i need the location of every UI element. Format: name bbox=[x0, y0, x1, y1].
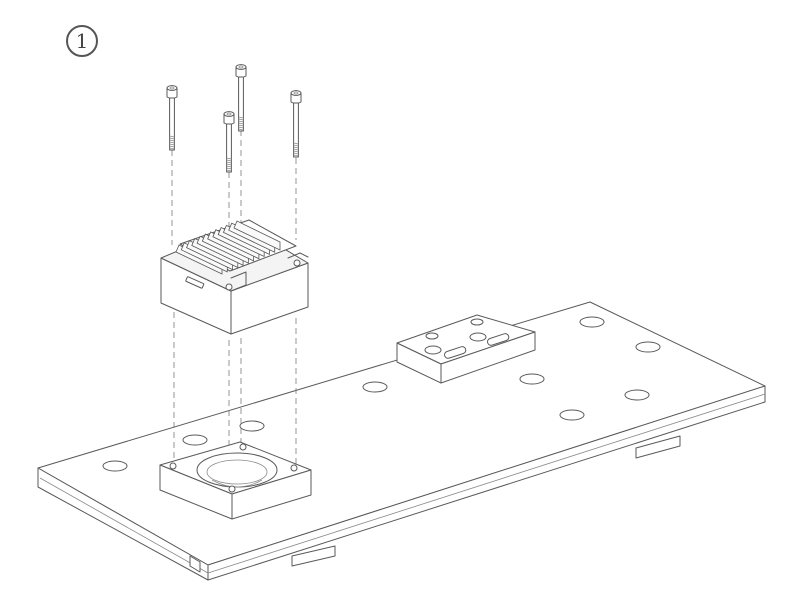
plate-hole bbox=[362, 381, 388, 393]
screw-icon bbox=[235, 64, 247, 132]
screw-icon bbox=[166, 85, 178, 151]
heatsink-fin bbox=[233, 220, 281, 251]
plate-hole bbox=[102, 460, 128, 472]
step-number-badge: 1 bbox=[66, 25, 98, 57]
plate-hole bbox=[239, 420, 265, 432]
screw-icon bbox=[223, 111, 235, 173]
step-number: 1 bbox=[75, 29, 89, 53]
screw-icon bbox=[290, 90, 302, 158]
heatsink-module bbox=[160, 219, 309, 335]
slotted-bracket bbox=[396, 314, 536, 384]
plate-hole bbox=[579, 316, 605, 328]
plate-hole bbox=[559, 409, 585, 421]
plate-hole bbox=[519, 373, 545, 385]
plate-hole bbox=[182, 434, 208, 446]
screw-group bbox=[166, 64, 302, 173]
plate-hole bbox=[624, 389, 650, 401]
plate-hole bbox=[635, 341, 661, 353]
motor-mount-block bbox=[159, 441, 312, 520]
